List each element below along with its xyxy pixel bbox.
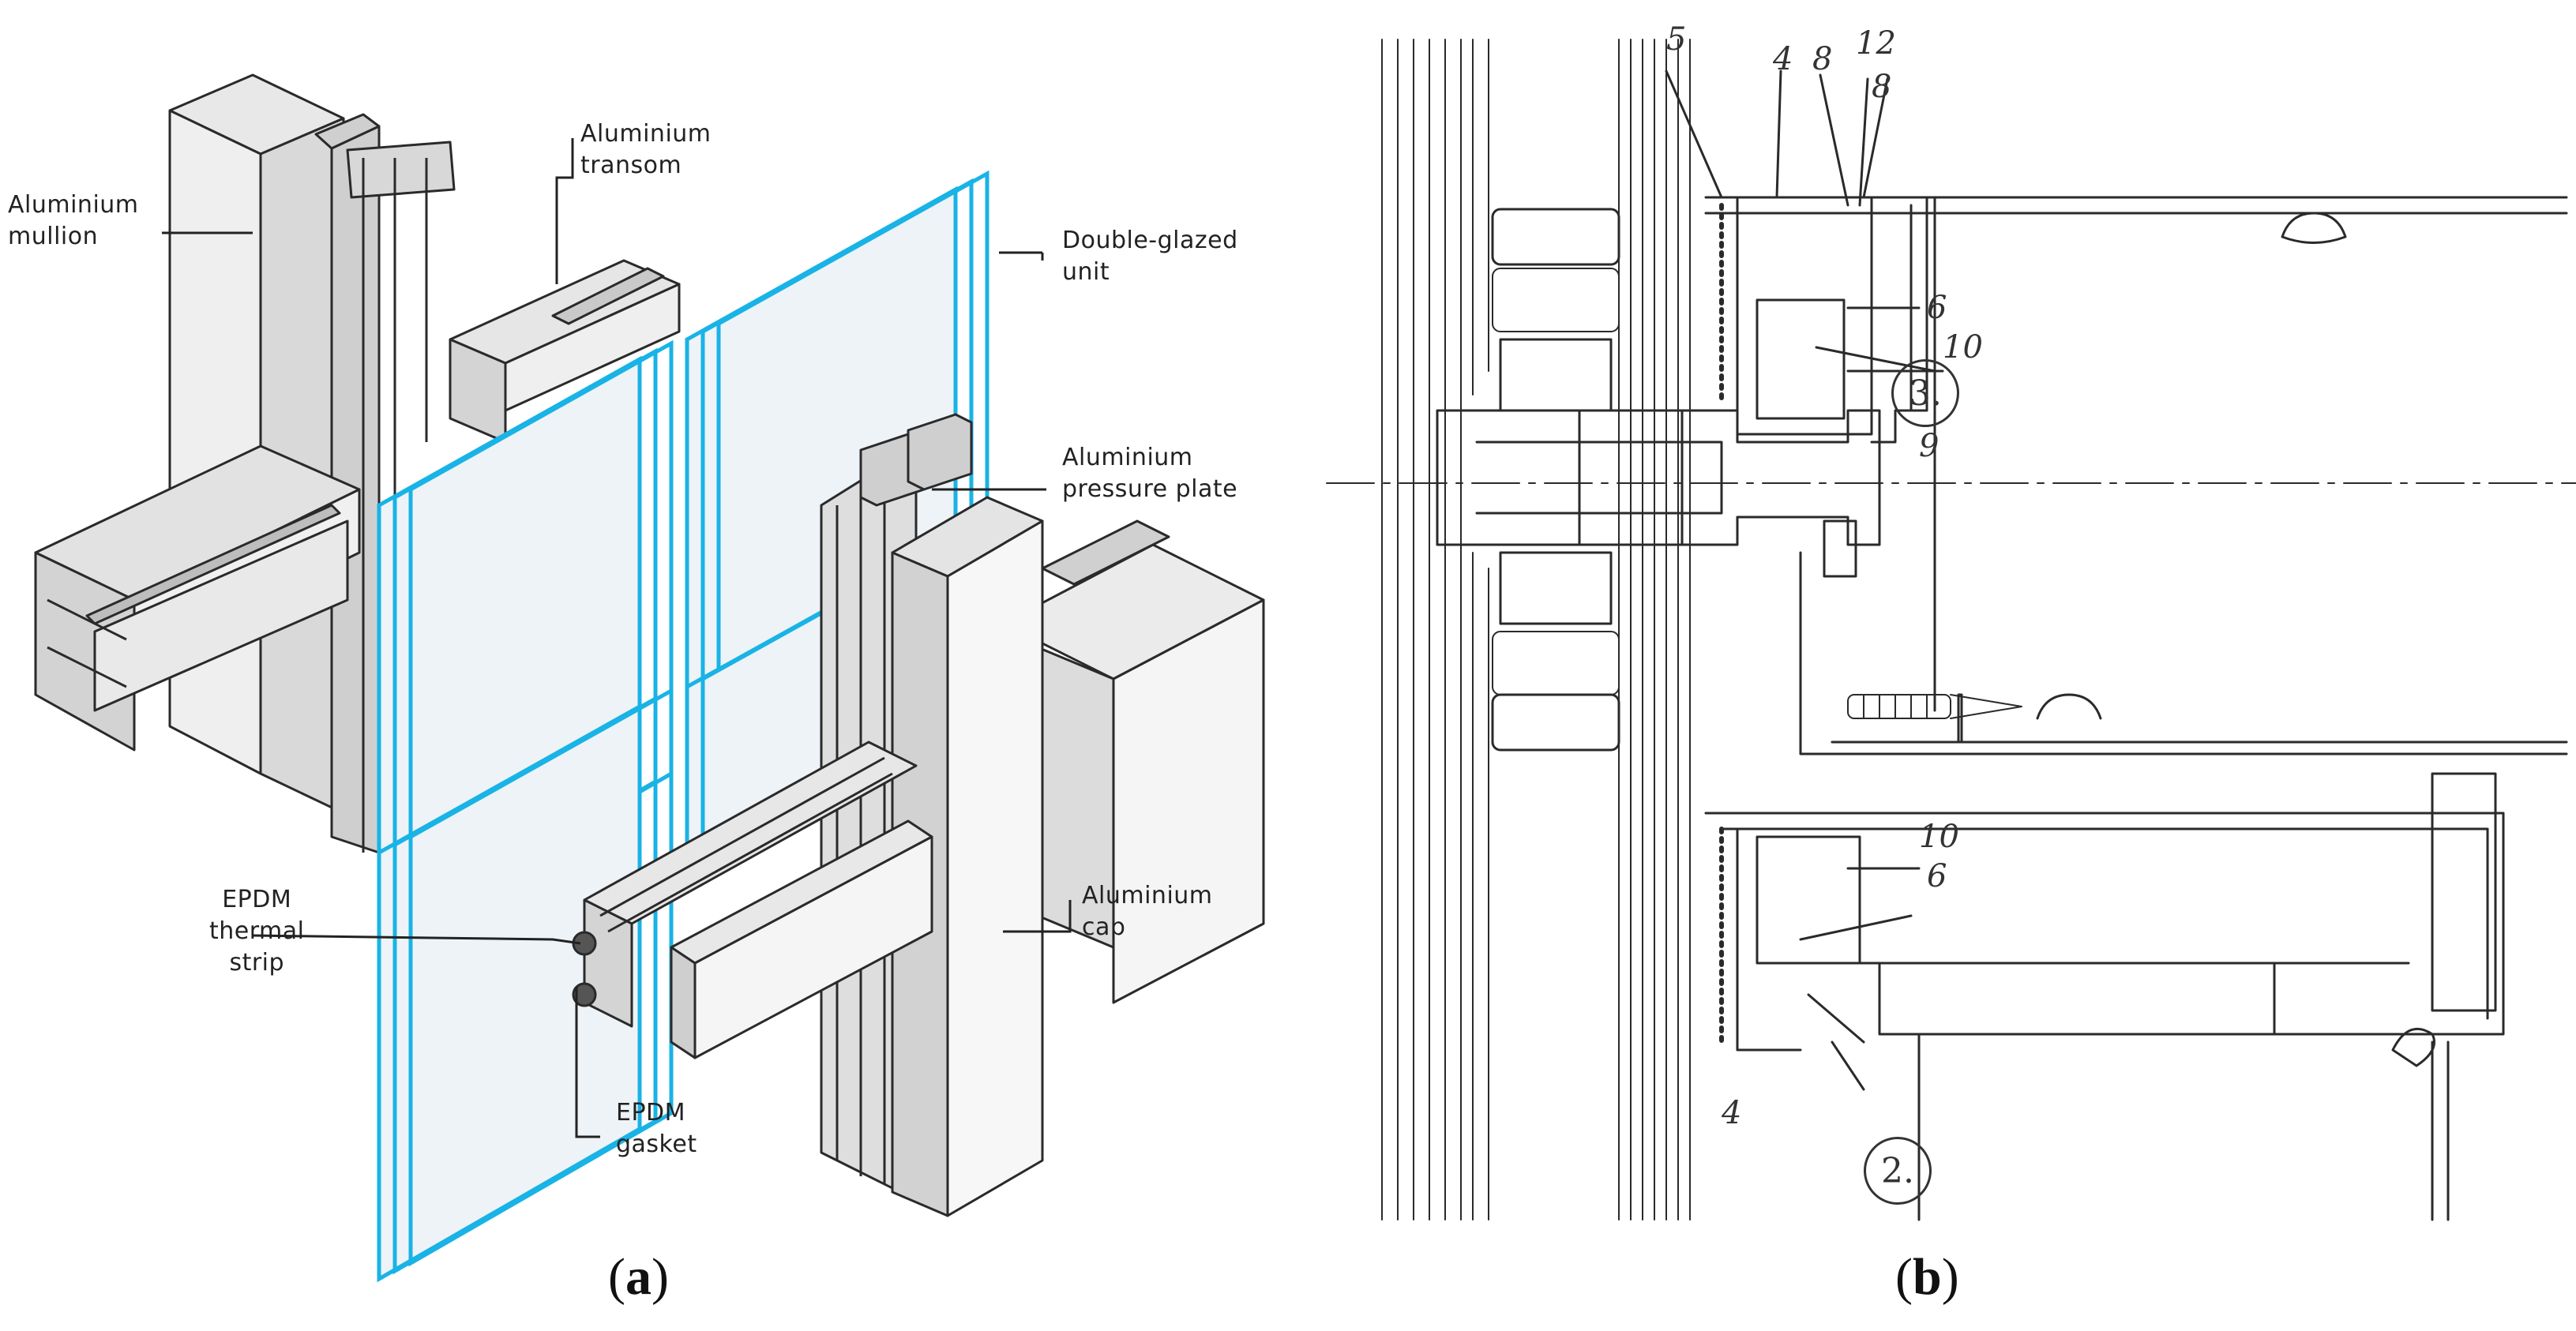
callout-5: 5 [1666, 21, 1687, 58]
caption-a-letter: a [625, 1248, 652, 1306]
callout-10-bottom: 10 [1919, 819, 1959, 855]
label-aluminium-cap: Aluminium cap [1082, 882, 1213, 941]
left-transom-stub [34, 444, 361, 752]
callout-10-top: 10 [1943, 329, 1983, 366]
label-aluminium-mullion: Aluminium mullion [8, 191, 139, 250]
callout-8a: 8 [1812, 41, 1833, 77]
front-transom-left [572, 740, 933, 1059]
central-connector [1436, 409, 1881, 546]
circled-marker-2: 2. [1864, 1137, 1932, 1205]
inner-glass-hatch [1618, 39, 1691, 1220]
label-double-glazed-unit: Double-glazed unit [1062, 227, 1238, 286]
lower-frame [1704, 772, 2505, 1221]
callout-9: 9 [1919, 428, 1940, 464]
caption-a: (a) [608, 1248, 669, 1306]
label-epdm-thermal-strip: EPDM thermal strip [209, 886, 305, 977]
outer-glass-hatch [1381, 39, 1489, 1220]
circled-marker-3: 3. [1891, 359, 1959, 427]
cavity-spacers [1491, 208, 1620, 752]
glyph-clip-top [2281, 212, 2347, 244]
glyph-clip-mid [2036, 693, 2102, 720]
section-detail-drawing [1326, 39, 2576, 1221]
caption-b-letter: b [1912, 1248, 1942, 1306]
callout-4-bottom: 4 [1722, 1095, 1742, 1131]
callout-6-bottom: 6 [1927, 858, 1947, 894]
screw [1847, 694, 2022, 719]
panel-b-section-detail: 5 4 8 12 8 6 10 9 10 6 4 3. 2. (b) [1295, 0, 2576, 1331]
callout-6-top: 6 [1927, 290, 1947, 326]
callout-12: 12 [1856, 25, 1896, 62]
label-epdm-gasket: EPDM gasket [616, 1099, 697, 1158]
callout-4-top: 4 [1773, 41, 1793, 77]
leader-lines [162, 138, 1072, 1138]
upper-frame [1736, 196, 2568, 755]
glyph-clip-bottom [2391, 1027, 2435, 1067]
callout-8b: 8 [1872, 69, 1892, 105]
label-aluminium-pressure-plate: Aluminium pressure plate [1062, 444, 1238, 503]
panel-a-isometric-diagram: Aluminium mullion Aluminium transom Doub… [8, 73, 1265, 1306]
caption-b: (b) [1895, 1248, 1959, 1306]
isometric-curtain-wall-drawing [34, 73, 1265, 1283]
label-aluminium-transom: Aluminium transom [580, 120, 712, 179]
